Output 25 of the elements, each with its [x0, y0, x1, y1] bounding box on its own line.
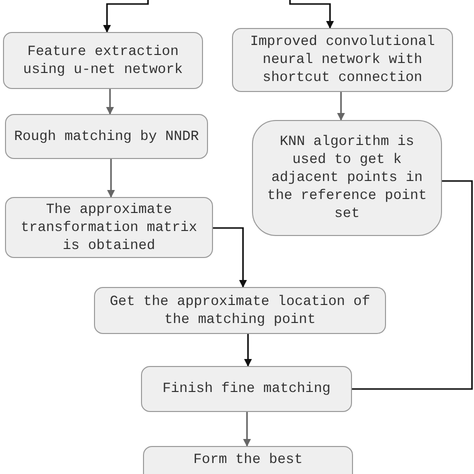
process-box — [5, 114, 208, 159]
step-text: Form the best — [193, 451, 303, 469]
step-text: The approximate transformation matrix is obtained — [20, 200, 198, 254]
process-box — [252, 120, 442, 236]
step-text: Rough matching by NNDR — [14, 128, 199, 146]
connector-line — [352, 180, 473, 390]
step-text: Finish fine matching — [162, 380, 331, 398]
process-box — [232, 28, 453, 92]
arrow — [244, 334, 252, 367]
arrow — [103, 0, 149, 33]
step-text: Get the approximate location of the matching point — [108, 292, 372, 328]
process-box — [5, 197, 213, 258]
arrow — [106, 89, 114, 115]
process-box — [141, 366, 352, 412]
arrow — [289, 0, 334, 29]
arrow — [107, 159, 115, 198]
step-text: Feature extraction using u-net network — [22, 42, 184, 78]
arrow — [213, 227, 247, 288]
step-text: Improved convolutional neural network with shortcut connection — [249, 33, 436, 87]
process-box — [94, 287, 386, 334]
arrow — [243, 412, 251, 447]
arrow — [337, 92, 345, 121]
process-box — [143, 446, 353, 474]
step-text: KNN algorithm is used to get k adjacent points in the reference point set — [266, 133, 428, 223]
process-box — [3, 32, 203, 89]
